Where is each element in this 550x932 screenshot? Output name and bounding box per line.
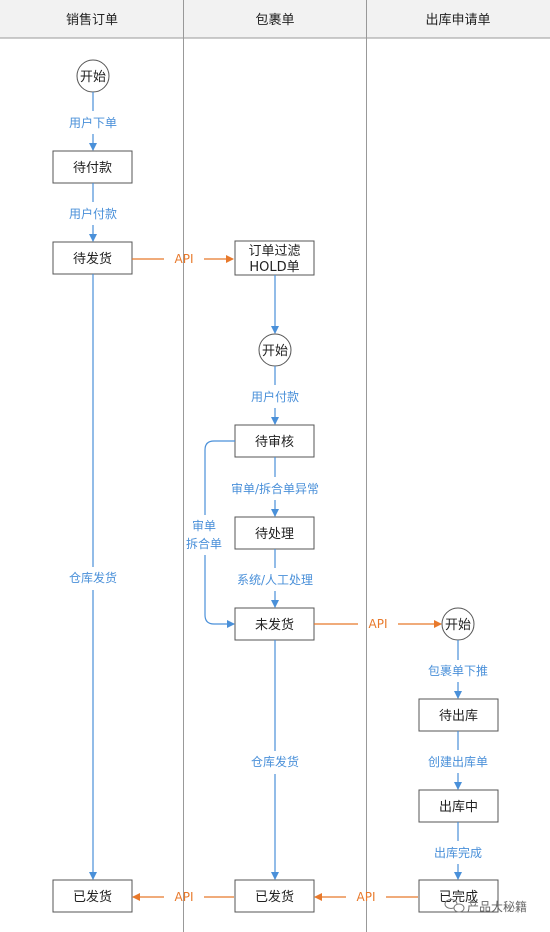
node-completed-label: 已完成 [439,890,478,905]
lane-title-package: 包裹单 [255,13,294,28]
node-pending-payment [52,150,133,184]
start-node-outbound-label: 开始 [445,618,471,633]
label-api-2: API [369,617,388,631]
label-user-pay-2: 用户付款 [251,389,299,404]
node-pending-shipment-label: 待发货 [73,251,112,267]
label-api-3: API [175,890,194,904]
label-warehouse-ship-2: 仓库发货 [251,754,299,769]
node-not-shipped [234,607,315,641]
label-api-1: API [175,252,194,266]
node-order-filter-line1: 订单过滤 [248,244,300,259]
label-system-manual: 系统/人工处理 [237,573,313,587]
label-warehouse-ship-1: 仓库发货 [69,570,117,585]
label-user-order: 用户下单 [69,115,117,130]
node-not-shipped-label: 未发货 [255,617,294,633]
label-outbound-done: 出库完成 [434,845,482,860]
label-review-split-line2: 拆合单 [186,536,222,551]
start-node-package-label: 开始 [262,344,288,359]
node-shipped-sales [52,879,133,913]
edge-bypass-bottom [204,555,235,628]
node-order-filter-line2: HOLD单 [249,260,299,275]
node-in-outbound [418,789,499,823]
watermark-text: 产品大秘籍 [467,899,527,914]
label-review-split-exception: 审单/拆合单异常 [231,481,319,496]
label-review-split-line1: 审单 [192,518,216,533]
node-in-outbound-label: 出库中 [439,799,478,815]
chat-bubble-icon [444,899,465,913]
node-shipped-sales-label: 已发货 [73,889,112,905]
label-create-outbound: 创建出库单 [428,754,488,769]
start-node-sales-label: 开始 [80,70,106,85]
node-pending-outbound-label: 待出库 [439,708,478,724]
label-api-4: API [357,890,376,904]
node-order-filter [234,240,315,276]
node-pending-payment-label: 待付款 [73,161,112,176]
header-bar [0,0,550,38]
label-package-push: 包裹单下推 [428,663,488,678]
node-pending-process [234,516,315,550]
label-user-pay-1: 用户付款 [69,206,117,221]
edge-bypass-top [204,440,235,515]
watermark: 产品大秘籍 [444,899,527,914]
lane-title-outbound: 出库申请单 [425,12,490,28]
node-pending-review-label: 待审核 [255,435,294,450]
lane-title-sales: 销售订单 [66,12,118,28]
node-shipped-package-label: 已发货 [255,889,294,905]
node-pending-process-label: 待处理 [255,527,294,542]
